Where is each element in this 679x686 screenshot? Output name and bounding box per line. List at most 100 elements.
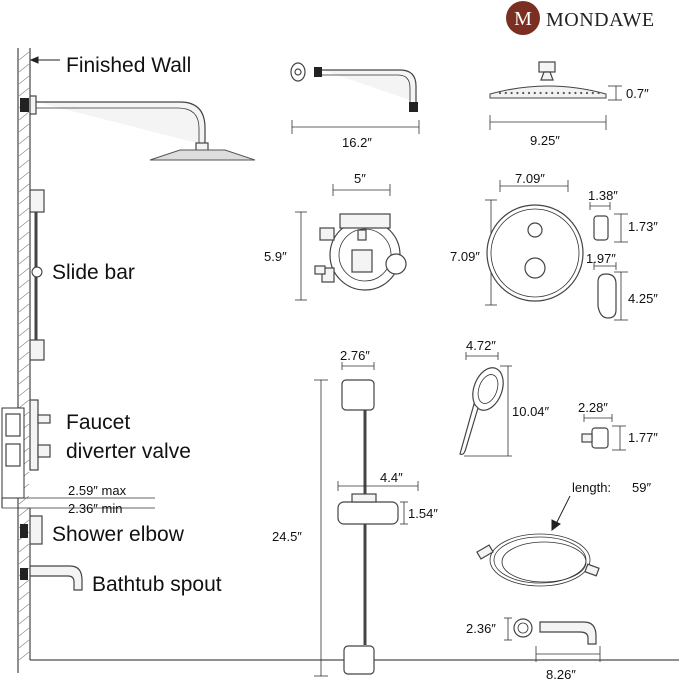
hatch-line [18,51,30,61]
nozzle-dot [533,91,536,95]
wall-min-dim: 2.36″ min [68,501,122,516]
hose-part [476,495,600,587]
hatch-line [18,639,30,649]
slide-bar-label: Slide bar [52,261,135,284]
hatch-line [18,375,30,385]
hatch-line [18,579,30,589]
hatch-line [18,255,30,265]
slider-width-dim: 4.4″ [380,470,403,485]
installed-slide-bar [29,189,45,361]
hatch-line [18,87,30,97]
brand-logo: M [506,1,540,35]
hatch-line [18,339,30,349]
nozzle-dot [516,91,519,95]
nozzle-dot [504,91,507,95]
head-thickness-dim: 0.7″ [626,86,649,101]
handshower-length-dim: 10.04″ [512,404,550,419]
logo-circle [506,1,540,35]
logo-letter: M [514,8,532,30]
hatch-line [18,303,30,313]
knob-large-width-dim: 1.97″ [586,251,616,266]
nozzle-dot [597,91,600,95]
hatch-line [18,627,30,637]
slide-bar-part [314,362,419,677]
finished-wall-label: Finished Wall [66,54,191,77]
handshower-width-dim: 4.72″ [466,338,496,353]
hatch-line [18,219,30,229]
hatch-line [18,555,30,565]
nozzle-dot [498,91,502,95]
hatch-line [18,123,30,133]
bathtub-spout-label: Bathtub spout [92,573,222,596]
shower-head-part [489,61,622,130]
wall-thickness-dims [2,497,155,509]
valve-width-dim: 5″ [354,171,366,186]
handshower-part [459,352,512,457]
installed-shower-arm [20,95,256,161]
hatch-line [18,543,30,553]
knob-large-height-dim: 4.25″ [628,291,658,306]
hatch-line [18,651,30,661]
hatch-line [18,111,30,121]
bar-length-dim: 24.5″ [272,529,302,544]
hatch-line [18,591,30,601]
shower-arm-part [290,62,420,134]
trim-plate-part [485,180,584,306]
hatch-line [18,291,30,301]
plate-width-dim: 7.09″ [515,171,545,186]
bathtub-spout-part [504,617,601,662]
hatch-line [18,159,30,169]
hose-length-label: length: [572,480,611,495]
nozzle-dot [527,91,531,95]
nozzle-dot [591,91,594,95]
head-diameter-dim: 9.25″ [530,133,560,148]
diverter-valve-label: diverter valve [66,440,191,463]
shower-elbow-part [581,414,626,451]
small-knob-part [589,202,628,243]
valve-height-dim: 5.9″ [264,249,287,264]
spout-flange-dim: 2.36″ [466,621,496,636]
hatch-line [18,75,30,85]
hatch-line [18,267,30,277]
plate-height-dim: 7.09″ [450,249,480,264]
nozzle-dot [580,91,583,95]
hatch-line [18,327,30,337]
faucet-label: Faucet [66,411,130,434]
installed-diverter-valve [1,399,51,508]
valve-body-part [295,184,407,301]
nozzle-dot [545,91,548,95]
nozzle-dot [574,91,577,95]
nozzle-dot [510,91,513,95]
hatch-line [18,63,30,73]
spout-length-dim: 8.26″ [546,667,576,682]
nozzle-dot [539,91,542,95]
large-knob-part [593,262,628,321]
arm-length-dim: 16.2″ [342,135,372,150]
hatch-line [18,279,30,289]
hatch-line [18,207,30,217]
brand-name: MONDAWE [546,9,655,31]
hatch-line [18,495,30,505]
hatch-line [18,183,30,193]
hatch-line [18,231,30,241]
hatch-line [18,351,30,361]
hatch-line [18,147,30,157]
shower-elbow-label: Shower elbow [52,523,185,546]
nozzle-dot [568,91,571,95]
slider-height-dim: 1.54″ [408,506,438,521]
hatch-line [18,507,30,517]
head-nozzles [498,91,600,95]
installed-bathtub-spout [20,565,83,591]
nozzle-dot [551,91,554,95]
installed-shower-elbow [20,515,43,545]
hatch-line [18,171,30,181]
elbow-height-dim: 1.77″ [628,430,658,445]
hose-length-value: 59″ [632,480,651,495]
hatch-line [18,399,30,409]
hatch-line [18,363,30,373]
hatch-line [18,615,30,625]
hatch-line [18,243,30,253]
holder-width-dim: 2.76″ [340,348,370,363]
knob-small-width-dim: 1.38″ [588,188,618,203]
